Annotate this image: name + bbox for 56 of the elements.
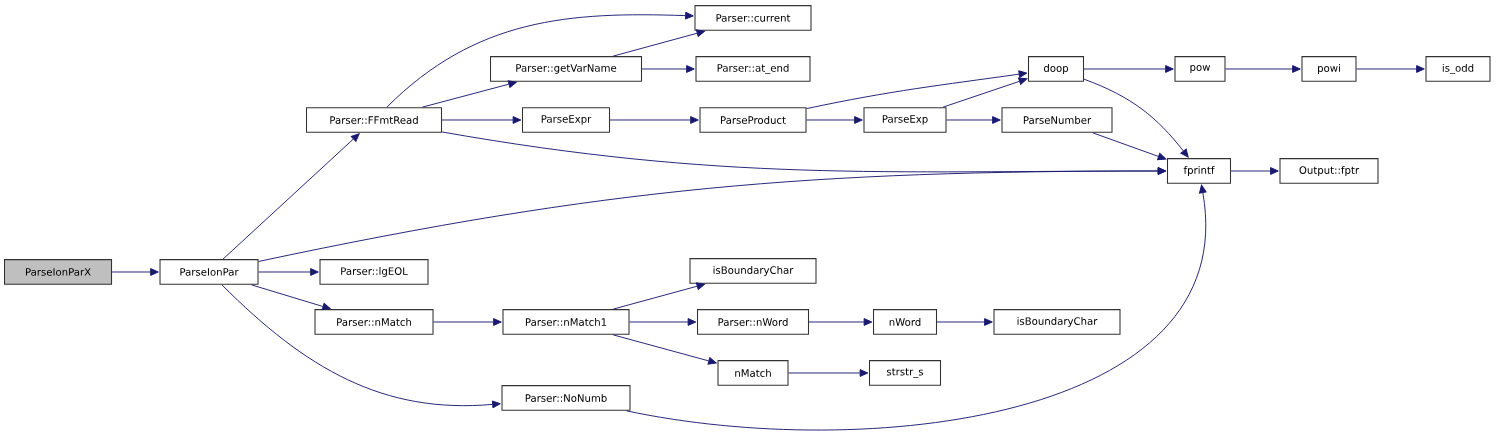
function-box: is_odd [1425,56,1491,82]
arrow [609,116,699,124]
function-box: pow [1174,56,1226,82]
function-box: powi [1301,56,1357,82]
function-box: fprintf [1166,158,1232,184]
arrow [441,116,522,124]
arrow [806,70,1028,110]
arrow [221,284,501,409]
function-box: Parser::lgEOL [319,259,429,285]
function-box: ParseExp [863,107,947,133]
arrow [111,268,159,276]
function-box: ParseIonPar [159,259,259,285]
arrow [441,131,1167,175]
arrow [946,116,1001,124]
root-function-box: ParseIonParX [4,259,113,285]
function-box: ParseProduct [699,107,807,133]
arrow [641,65,695,73]
arrow [806,116,863,124]
arrow [612,334,717,365]
arrow [1230,167,1279,175]
arrow [251,284,331,311]
arrow [1356,65,1425,73]
arrow [942,77,1028,108]
function-box: Output::fptr [1279,158,1379,184]
arrow [422,80,517,108]
function-box: nWord [872,309,938,335]
function-box: Parser::nMatch1 [502,309,630,335]
function-box: isBoundaryChar [689,258,817,284]
arrow [1225,65,1301,73]
function-box: Parser::nMatch [314,309,434,335]
function-box: Parser::current [694,5,812,31]
function-box: ParseNumber [1001,107,1113,133]
arrow [386,11,694,108]
arrow [433,318,502,326]
arrow [808,318,873,326]
arrow [626,184,1207,431]
function-box: ParseExpr [521,107,611,133]
function-box: isBoundaryChar [993,309,1121,335]
arrow [258,268,319,276]
function-box: nMatch [717,360,789,386]
function-box: doop [1027,56,1085,82]
function-box: Parser::NoNumb [501,385,631,411]
function-box: Parser::FFmtRead [306,107,443,133]
arrow [788,369,869,377]
function-box: strstr_s [868,360,942,386]
arrow [612,282,706,310]
arrow [1083,78,1189,158]
function-box: Parser::nWord [696,309,810,335]
arrow [629,318,697,326]
arrow [222,133,360,260]
arrow [1092,132,1167,161]
arrow [1083,65,1174,73]
function-box: Parser::getVarName [489,56,643,82]
arrow [612,29,706,57]
arrow [936,318,993,326]
function-box: Parser::at_end [695,56,811,82]
